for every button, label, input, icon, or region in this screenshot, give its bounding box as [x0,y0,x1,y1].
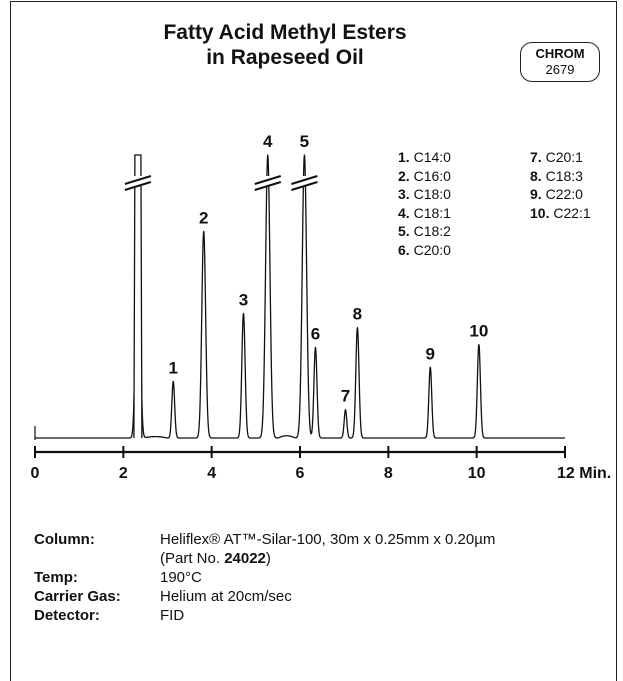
part-no-prefix: (Part No. [160,550,225,567]
legend-item: 1. C14:0 [398,148,451,167]
x-tick-label: 4 [207,465,216,482]
chrom-badge: CHROM 2679 [520,42,600,82]
column-value-line-2: (Part No. 24022) [160,549,620,568]
detector-label: Detector: [34,607,100,624]
peak-label: 6 [311,324,320,343]
legend-number: 9. [530,186,542,202]
legend-item: 5. C18:2 [398,222,451,241]
legend-compound: C18:2 [413,223,451,239]
axis-break-mark [291,175,318,185]
legend-number: 10. [530,204,550,221]
peak-label: 1 [169,358,178,377]
peak-legend-column-1: 1. C14:0 2. C16:0 3. C18:0 4. C18:1 5. C… [398,148,451,259]
legend-item: 7. C20:1 [530,148,591,167]
detector-value: FID [160,607,185,624]
condition-column: Column: Heliflex® AT™-Silar-100, 30m x 0… [34,530,620,568]
carrier-gas-label: Carrier Gas: [34,588,121,605]
method-conditions: Column: Heliflex® AT™-Silar-100, 30m x 0… [34,530,620,625]
legend-compound: C20:1 [545,149,583,165]
condition-temp: Temp: 190°C [34,568,620,587]
legend-number: 4. [398,204,410,221]
legend-compound: C18:3 [545,167,583,184]
chart-title: Fatty Acid Methyl Esters in Rapeseed Oil [120,20,450,70]
temp-value: 190°C [160,569,202,586]
axis-break-mark [254,175,282,185]
x-tick-label: 6 [296,465,305,482]
peak-legend-column-2: 7. C20:1 8. C18:3 9. C22:0 10. C22:1 [530,148,591,222]
legend-compound: C16:0 [413,167,451,184]
axis-break-mark [291,181,318,191]
legend-item: 8. C18:3 [530,167,591,186]
legend-number: 1. [398,149,410,165]
peak-label: 3 [239,290,248,309]
legend-item: 9. C22:0 [530,185,591,204]
legend-number: 7. [530,149,542,165]
legend-number: 8. [530,167,542,184]
legend-item: 6. C20:0 [398,241,451,260]
axis-break-mark [254,181,282,191]
legend-compound: C22:0 [545,186,583,202]
x-tick-label: 0 [31,465,40,482]
peak-label: 7 [341,387,350,406]
chromatogram-plot: 0 2 4 6 8 10 12 Min. 1 2 3 4 5 6 7 8 9 10 [31,132,612,482]
chromatogram-trace [34,154,566,439]
x-tick-label: 12 Min. [557,465,611,482]
legend-compound: C22:1 [553,204,591,221]
x-tick-label: 8 [384,465,393,482]
legend-number: 3. [398,186,410,202]
x-tick-label: 10 [468,465,486,482]
condition-detector: Detector: FID [34,606,620,625]
solvent-peak [133,154,143,439]
carrier-gas-value: Helium at 20cm/sec [160,588,292,605]
axis-break-mark [124,175,152,185]
legend-compound: C18:0 [413,186,451,202]
figure-frame [10,1,617,681]
column-value: Heliflex® AT™-Silar-100, 30m x 0.25mm x … [160,530,620,568]
temp-label: Temp: [34,569,78,586]
part-no-suffix: ) [265,550,271,567]
chrom-badge-number: 2679 [545,62,575,77]
legend-compound: C20:0 [413,241,451,258]
peak-label: 2 [199,208,208,227]
axis-break-mark [124,181,152,191]
peak-label: 5 [300,132,309,151]
legend-compound: C14:0 [413,149,451,165]
peak-label: 10 [469,322,488,341]
legend-item: 2. C16:0 [398,167,451,186]
legend-number: 2. [398,167,410,184]
column-label: Column: [34,531,95,548]
chrom-badge-label: CHROM [535,46,585,61]
peak-label: 4 [263,132,273,151]
legend-item: 10. C22:1 [530,204,591,223]
title-line-1: Fatty Acid Methyl Esters [163,21,407,44]
peak-label: 8 [353,305,362,324]
legend-item: 4. C18:1 [398,204,451,223]
x-tick-label: 2 [119,465,128,482]
legend-item: 3. C18:0 [398,185,451,204]
peak-label: 9 [426,344,435,363]
legend-compound: C18:1 [413,204,451,221]
part-no: 24022 [224,550,266,567]
legend-number: 5. [398,223,410,239]
legend-number: 6. [398,241,410,258]
column-value-line-1: Heliflex® AT™-Silar-100, 30m x 0.25mm x … [160,531,496,548]
condition-carrier-gas: Carrier Gas: Helium at 20cm/sec [34,587,620,606]
title-line-2: in Rapeseed Oil [206,46,364,69]
